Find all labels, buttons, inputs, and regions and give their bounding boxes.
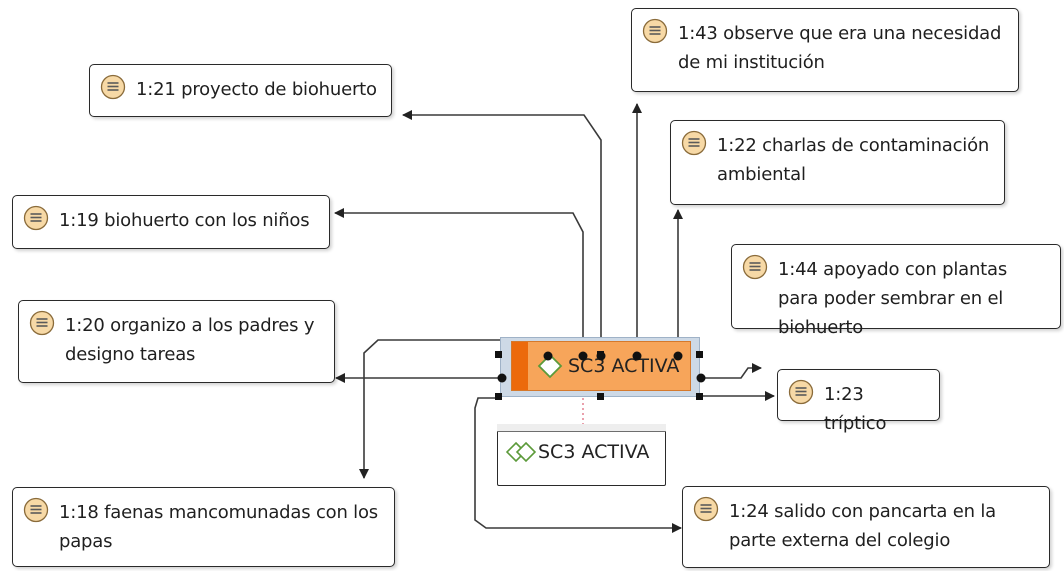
quotation-node[interactable]: 1:24 salido con pancarta en la parte ext… — [682, 486, 1050, 568]
quotation-text: 1:24 salido con pancarta en la parte ext… — [729, 501, 996, 551]
quotation-icon — [23, 497, 49, 523]
quotation-icon — [788, 379, 814, 405]
group-header-bar — [497, 424, 666, 432]
code-color-stripe — [512, 342, 528, 390]
quotation-node[interactable]: 1:21 proyecto de biohuerto — [89, 64, 392, 117]
quotation-node[interactable]: 1:23 tríptico — [777, 369, 940, 434]
quotation-node[interactable]: 1:18 faenas mancomunadas con los papas — [12, 487, 395, 567]
quotation-text: 1:44 apoyado con plantas para poder semb… — [778, 259, 1008, 338]
quotation-node[interactable]: 1:22 charlas de contaminación ambiental — [670, 120, 1005, 205]
code-node-selected[interactable]: SC3 ACTIVA — [500, 337, 700, 397]
quotation-node[interactable]: 1:20 organizo a los padres y designo tar… — [18, 300, 335, 383]
quotation-text: 1:20 organizo a los padres y designo tar… — [65, 315, 315, 365]
quotation-text: 1:19 biohuerto con los niños — [59, 210, 310, 231]
quotation-icon — [23, 205, 49, 231]
quotation-icon — [681, 130, 707, 156]
quotation-text: 1:18 faenas mancomunadas con los papas — [59, 502, 378, 552]
code-label: SC3 ACTIVA — [568, 355, 680, 377]
selection-handle[interactable] — [597, 351, 604, 358]
code-node-body[interactable]: SC3 ACTIVA — [511, 341, 691, 391]
selection-handle[interactable] — [696, 351, 703, 358]
quotation-text: 1:22 charlas de contaminación ambiental — [717, 135, 990, 185]
selection-handle[interactable] — [495, 393, 502, 400]
quotation-node[interactable]: 1:44 apoyado con plantas para poder semb… — [731, 244, 1061, 338]
quotation-text: 1:43 observe que era una necesidad de mi… — [678, 23, 1002, 73]
quotation-icon — [742, 254, 768, 280]
link-to-q-1-21 — [402, 110, 602, 355]
code-group-node[interactable]: SC3 ACTIVA — [497, 424, 666, 486]
code-group-label: SC3 ACTIVA — [538, 441, 650, 463]
quotation-node[interactable]: 1:43 observe que era una necesidad de mi… — [631, 8, 1019, 92]
double-diamond-icon — [506, 441, 537, 463]
selection-handle[interactable] — [597, 393, 604, 400]
quotation-icon — [693, 496, 719, 522]
link-to-q-1-19 — [334, 208, 584, 355]
quotation-node[interactable]: 1:19 biohuerto con los niños — [12, 195, 330, 249]
quotation-text: 1:21 proyecto de biohuerto — [136, 79, 377, 100]
link-to-q-1-44 — [700, 363, 762, 379]
quotation-icon — [642, 18, 668, 44]
selection-handle[interactable] — [696, 393, 703, 400]
quotation-icon — [29, 310, 55, 336]
diamond-code-icon — [537, 353, 563, 379]
quotation-icon — [100, 74, 126, 100]
selection-handle[interactable] — [495, 351, 502, 358]
link-to-q-1-24 — [474, 397, 682, 533]
quotation-text: 1:23 tríptico — [824, 384, 887, 434]
